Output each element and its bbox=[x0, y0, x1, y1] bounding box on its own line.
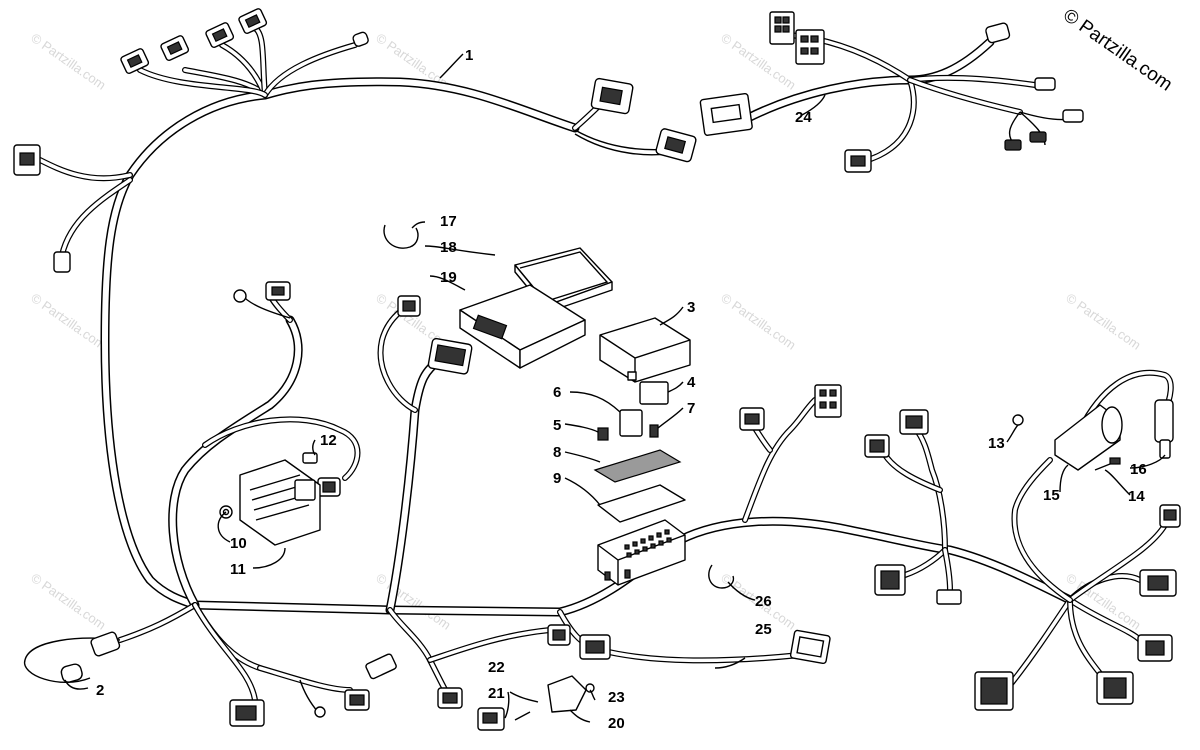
callout-18: 18 bbox=[440, 239, 457, 256]
watermark: © Partzilla.com bbox=[28, 290, 108, 353]
callout-11: 11 bbox=[230, 561, 246, 578]
connectors-top-left bbox=[13, 8, 697, 273]
callout-1: 1 bbox=[465, 47, 473, 64]
callout-8: 8 bbox=[553, 444, 561, 461]
callout-3: 3 bbox=[687, 299, 695, 316]
callout-2: 2 bbox=[96, 682, 104, 699]
callout-23: 23 bbox=[608, 689, 625, 706]
fuse-box-parts bbox=[593, 317, 691, 586]
connectors-top-right bbox=[699, 11, 1084, 173]
voltage-regulator bbox=[219, 452, 321, 546]
right-branches bbox=[742, 397, 1168, 688]
callout-7: 7 bbox=[687, 400, 695, 417]
watermark: © Partzilla.com bbox=[373, 570, 453, 633]
watermark: © Partzilla.com bbox=[28, 30, 108, 93]
callout-20: 20 bbox=[608, 715, 625, 732]
ecu-assembly bbox=[383, 224, 613, 369]
callout-24: 24 bbox=[795, 109, 812, 126]
left-sub-harness bbox=[168, 281, 361, 610]
callout-26: 26 bbox=[755, 593, 772, 610]
callout-16: 16 bbox=[1130, 461, 1147, 478]
callout-21: 21 bbox=[488, 685, 505, 702]
callout-15: 15 bbox=[1043, 487, 1060, 504]
center-sub-harness bbox=[377, 295, 473, 615]
callout-10: 10 bbox=[230, 535, 247, 552]
connectors-right bbox=[739, 384, 1181, 711]
main-harness bbox=[100, 77, 1075, 617]
watermark: © Partzilla.com bbox=[28, 570, 108, 633]
callout-19: 19 bbox=[440, 269, 457, 286]
callout-13: 13 bbox=[988, 435, 1005, 452]
watermark: © Partzilla.com bbox=[718, 290, 798, 353]
watermark: © Partzilla.com bbox=[1063, 290, 1143, 353]
callout-12: 12 bbox=[320, 432, 337, 449]
callout-14: 14 bbox=[1128, 488, 1145, 505]
callout-25: 25 bbox=[755, 621, 772, 638]
connectors-bottom-left bbox=[24, 602, 397, 727]
fuse-block-grid bbox=[624, 529, 672, 558]
callout-labels: 1 2 3 4 5 6 7 8 9 10 11 12 13 14 15 16 1… bbox=[96, 47, 1147, 732]
connectors-bottom-center bbox=[387, 564, 831, 731]
callout-22: 22 bbox=[488, 659, 505, 676]
leader-lines bbox=[64, 53, 1166, 723]
callout-17: 17 bbox=[440, 213, 457, 230]
callout-5: 5 bbox=[553, 417, 561, 434]
callout-9: 9 bbox=[553, 470, 561, 487]
callout-4: 4 bbox=[687, 374, 696, 391]
ignition-assembly bbox=[1012, 369, 1174, 471]
callout-6: 6 bbox=[553, 384, 561, 401]
copyright-text: © Partzilla.com bbox=[1059, 5, 1176, 96]
top-left-branches bbox=[37, 25, 358, 258]
